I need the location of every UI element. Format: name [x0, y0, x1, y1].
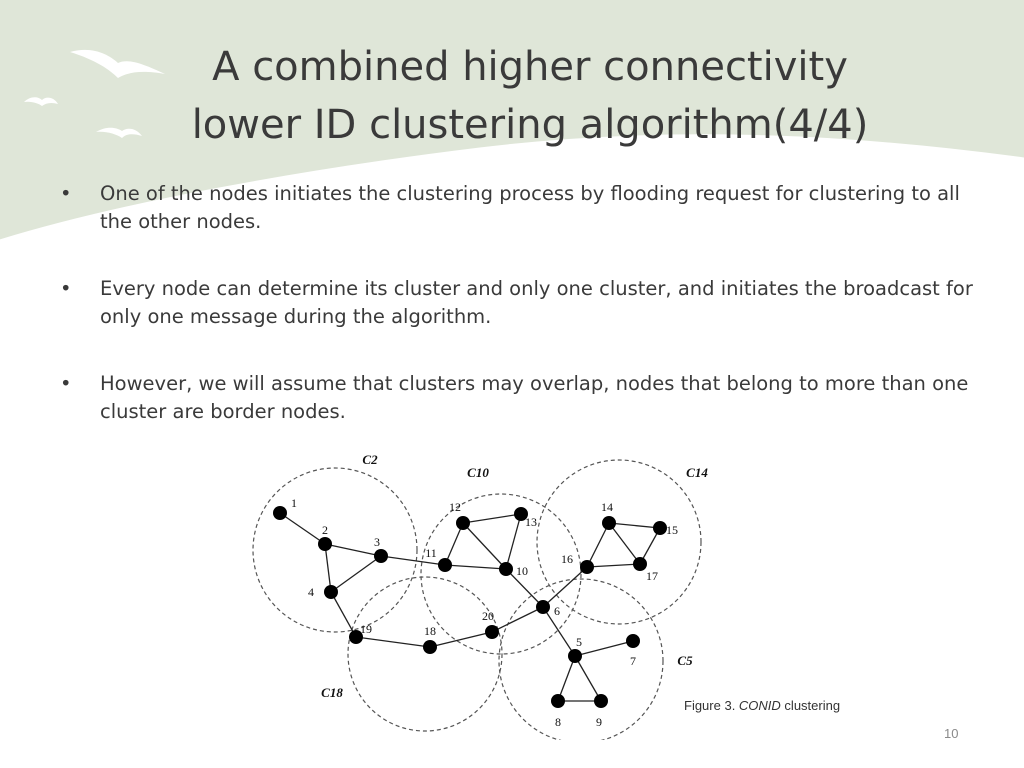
- bullet-text: One of the nodes initiates the clusterin…: [100, 182, 960, 233]
- node-label-15: 15: [666, 523, 678, 537]
- figure-caption: Figure 3. CONID clustering: [684, 698, 840, 713]
- edge-2-3: [324, 543, 382, 557]
- edge-2-4: [324, 543, 332, 593]
- cluster-circle-c2: [252, 467, 418, 633]
- node-1: [273, 506, 287, 520]
- node-label-10: 10: [516, 564, 528, 578]
- node-label-5: 5: [576, 635, 582, 649]
- cluster-label-c10: C10: [467, 465, 489, 480]
- edge-5-8: [557, 655, 576, 702]
- edge-12-10: [462, 522, 507, 570]
- node-13: [514, 507, 528, 521]
- node-label-9: 9: [596, 715, 602, 729]
- node-label-4: 4: [308, 585, 314, 599]
- edge-11-12: [444, 522, 464, 566]
- caption-prefix: Figure 3.: [684, 698, 739, 713]
- edge-3-4: [330, 555, 382, 593]
- edge-10-6: [505, 568, 544, 608]
- edge-16-17: [586, 563, 641, 568]
- node-9: [594, 694, 608, 708]
- node-label-3: 3: [374, 535, 380, 549]
- bullet-marker: •: [60, 277, 72, 300]
- bullet-marker: •: [60, 182, 72, 205]
- node-label-11: 11: [425, 546, 437, 560]
- node-label-16: 16: [561, 552, 573, 566]
- edge-14-15: [608, 522, 661, 529]
- cluster-label-c14: C14: [686, 465, 708, 480]
- caption-suffix: clustering: [780, 698, 841, 713]
- node-label-12: 12: [449, 500, 461, 514]
- slide-title: A combined higher connectivity lower ID …: [120, 38, 940, 154]
- edge-5-7: [574, 640, 634, 657]
- cluster-circle-c10: [420, 493, 582, 655]
- bullet-item: • Every node can determine its cluster a…: [60, 275, 980, 331]
- node-19: [349, 630, 363, 644]
- cluster-label-c2: C2: [362, 452, 378, 467]
- bullet-text: Every node can determine its cluster and…: [100, 277, 973, 328]
- node-15: [653, 521, 667, 535]
- bird-icon: [24, 97, 58, 106]
- edge-13-10: [505, 513, 522, 570]
- edge-6-5: [542, 606, 576, 657]
- page-number: 10: [944, 726, 959, 741]
- cluster-circle-c5: [498, 578, 664, 740]
- node-12: [456, 516, 470, 530]
- bullet-item: • However, we will assume that clusters …: [60, 370, 980, 426]
- node-label-17: 17: [646, 569, 658, 583]
- node-label-13: 13: [525, 515, 537, 529]
- edge-3-11: [380, 555, 446, 566]
- node-label-1: 1: [291, 496, 297, 510]
- cluster-label-c5: C5: [677, 653, 693, 668]
- title-line-2: lower ID clustering algorithm(4/4): [191, 102, 869, 148]
- node-label-14: 14: [601, 500, 613, 514]
- cluster-circle-c18: [347, 576, 503, 732]
- edge-6-16: [542, 566, 588, 608]
- edge-14-17: [608, 522, 641, 565]
- node-label-7: 7: [630, 654, 636, 668]
- node-label-19: 19: [360, 622, 372, 636]
- node-label-20: 20: [482, 609, 494, 623]
- bullet-item: • One of the nodes initiates the cluster…: [60, 180, 980, 236]
- node-label-8: 8: [555, 715, 561, 729]
- node-18: [423, 640, 437, 654]
- edge-16-14: [586, 522, 610, 568]
- edge-5-9: [574, 655, 602, 702]
- node-16: [580, 560, 594, 574]
- edge-11-10: [444, 564, 507, 570]
- bullet-marker: •: [60, 372, 72, 395]
- bird-icon: [70, 49, 165, 78]
- caption-italic: CONID: [738, 698, 781, 713]
- node-6: [536, 600, 550, 614]
- node-label-2: 2: [322, 523, 328, 537]
- bullet-list: • One of the nodes initiates the cluster…: [60, 180, 980, 465]
- edge-19-4: [330, 591, 357, 638]
- node-7: [626, 634, 640, 648]
- node-17: [633, 557, 647, 571]
- title-line-1: A combined higher connectivity: [212, 44, 848, 90]
- edge-1-2: [279, 512, 326, 545]
- node-2: [318, 537, 332, 551]
- cluster-circle-c14: [536, 459, 702, 625]
- node-10: [499, 562, 513, 576]
- bullet-text: However, we will assume that clusters ma…: [100, 372, 969, 423]
- node-4: [324, 585, 338, 599]
- edge-12-13: [462, 513, 522, 524]
- edge-20-18: [429, 631, 493, 648]
- node-11: [438, 558, 452, 572]
- node-8: [551, 694, 565, 708]
- node-14: [602, 516, 616, 530]
- node-20: [485, 625, 499, 639]
- edge-18-19: [355, 636, 431, 648]
- node-label-18: 18: [424, 624, 436, 638]
- node-label-6: 6: [554, 604, 560, 618]
- cluster-label-c18: C18: [321, 685, 343, 700]
- node-5: [568, 649, 582, 663]
- bird-icon: [96, 127, 142, 138]
- edge-6-20: [491, 606, 544, 633]
- node-3: [374, 549, 388, 563]
- header-background: [0, 0, 1024, 245]
